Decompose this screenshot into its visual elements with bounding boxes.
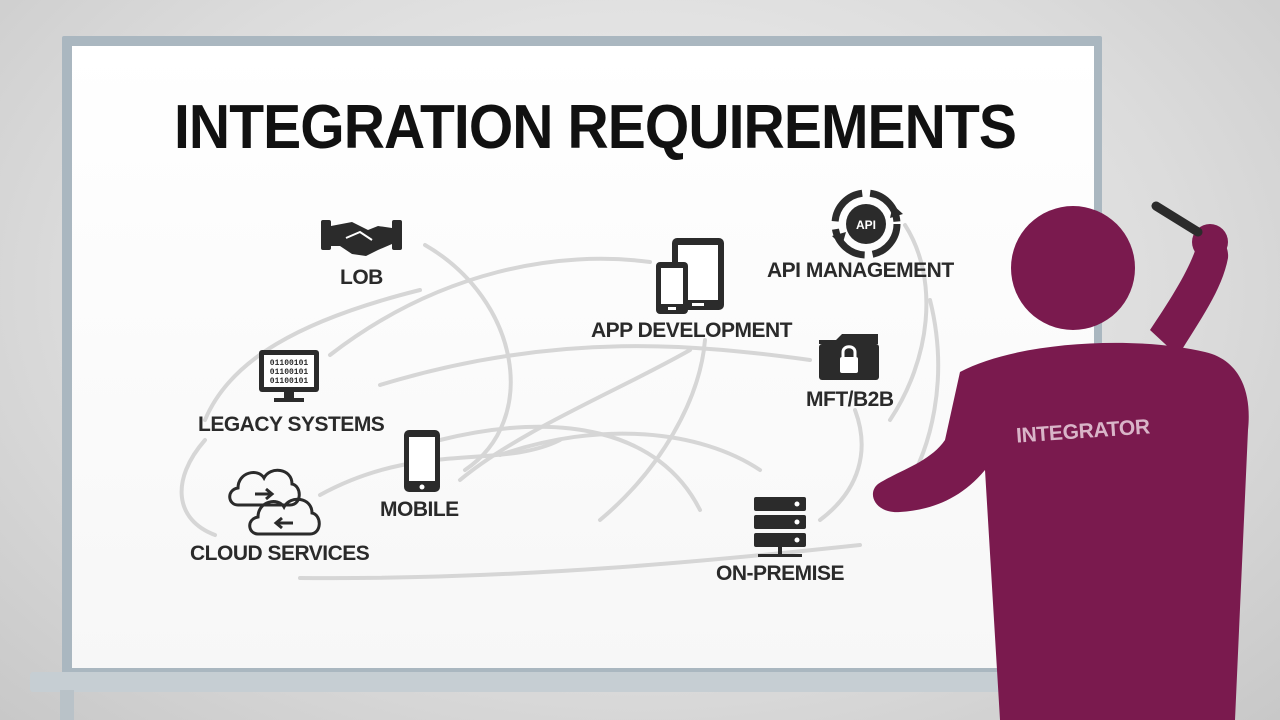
page-title: INTEGRATION REQUIREMENTS bbox=[173, 93, 1017, 162]
marker-pen-icon bbox=[1151, 201, 1203, 237]
connector-line bbox=[818, 408, 864, 522]
whiteboard-leg-left bbox=[60, 690, 74, 720]
api-cycle-icon: API bbox=[831, 189, 903, 259]
server-stack-icon bbox=[754, 497, 806, 557]
connector-line bbox=[888, 223, 929, 422]
mobile-phone-icon bbox=[404, 430, 440, 492]
integrator-figure bbox=[872, 206, 1249, 720]
node-label-lob: LOB bbox=[340, 266, 383, 289]
svg-text:01100101: 01100101 bbox=[270, 377, 309, 386]
node-label-app-development: APP DEVELOPMENT bbox=[591, 319, 792, 342]
connector-line bbox=[378, 344, 812, 387]
connector-line bbox=[203, 288, 422, 422]
svg-text:01100101: 01100101 bbox=[270, 368, 309, 377]
connector-line bbox=[598, 338, 707, 522]
whiteboard-tray bbox=[30, 672, 1170, 692]
connector-line bbox=[328, 256, 652, 357]
node-label-cloud-services: CLOUD SERVICES bbox=[190, 542, 370, 565]
svg-text:API: API bbox=[856, 218, 876, 232]
node-label-on-premise: ON-PREMISE bbox=[716, 562, 845, 585]
node-label-mobile: MOBILE bbox=[380, 498, 459, 521]
connector-line bbox=[179, 438, 217, 537]
connector-line bbox=[498, 431, 762, 472]
cloud-sync-icon bbox=[228, 468, 321, 536]
legacy-monitor-icon: 01100101 01100101 01100101 bbox=[259, 350, 319, 402]
connector-line bbox=[318, 438, 562, 497]
folder-lock-icon bbox=[819, 334, 879, 380]
connector-line bbox=[423, 243, 513, 472]
connector-lines bbox=[179, 223, 941, 581]
devices-icon bbox=[656, 238, 724, 314]
node-label-mft-b2b: MFT/B2B bbox=[806, 388, 894, 411]
svg-text:01100101: 01100101 bbox=[270, 359, 309, 368]
node-label-api-management: API MANAGEMENT bbox=[767, 259, 954, 282]
node-label-legacy-systems: LEGACY SYSTEMS bbox=[198, 413, 385, 436]
connector-line bbox=[298, 543, 862, 581]
connector-line bbox=[458, 348, 692, 482]
handshake-icon bbox=[321, 220, 402, 256]
whiteboard bbox=[72, 46, 1094, 668]
